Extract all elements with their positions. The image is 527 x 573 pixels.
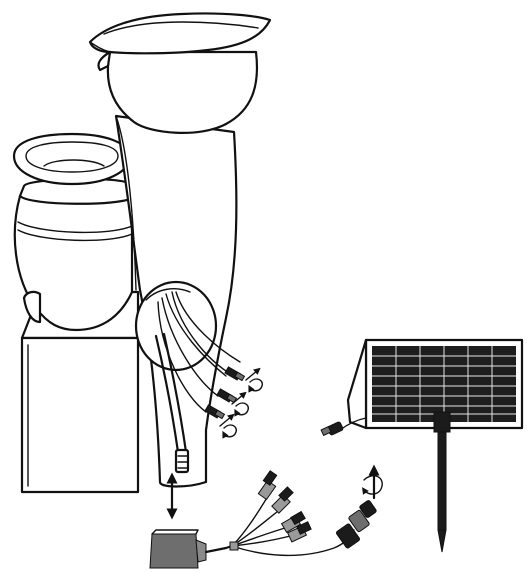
rotate-arrow-icon — [364, 470, 382, 498]
solar-plug — [336, 500, 377, 549]
pump-connectors — [230, 471, 311, 550]
pump — [150, 530, 206, 568]
ground-stake — [434, 412, 450, 552]
upper-pot — [90, 13, 270, 132]
lower-pot — [14, 134, 132, 330]
